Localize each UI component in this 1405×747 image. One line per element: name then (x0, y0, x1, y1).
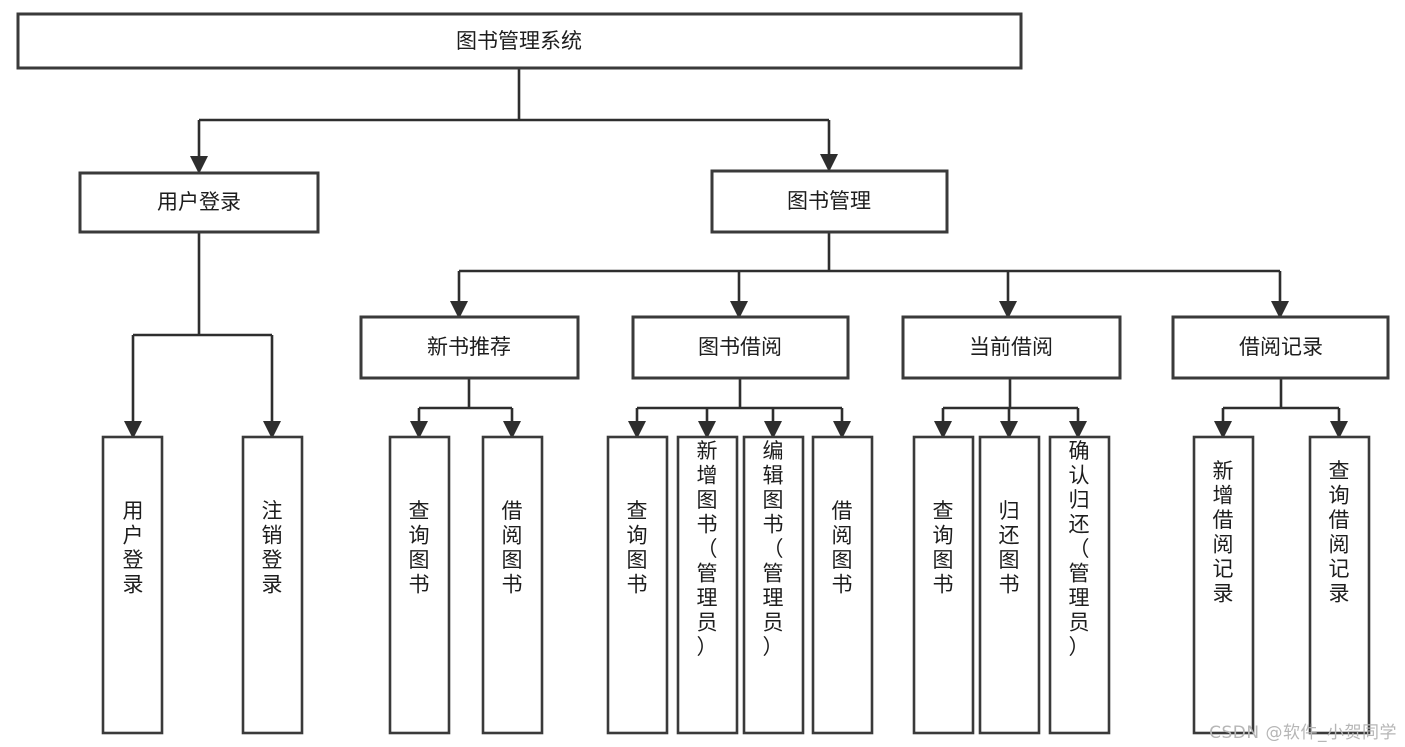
connector-group-new-book-recommend (410, 378, 521, 439)
node-leaf-query-book-2-label: 查询图书 (627, 499, 648, 597)
node-leaf-user-login[interactable]: 用户登录 (101, 435, 164, 735)
node-leaf-borrow-book-1-label: 借阅图书 (502, 499, 523, 597)
node-leaf-query-book-3-label: 查询图书 (933, 499, 954, 597)
node-leaf-query-book-2-box[interactable] (606, 435, 669, 735)
node-new-book-recommend-box[interactable] (359, 315, 580, 380)
node-leaf-add-record-box[interactable] (1192, 435, 1255, 735)
node-leaf-query-record-label: 查询借阅记录 (1329, 459, 1350, 606)
node-leaf-query-book-1[interactable]: 查询图书 (388, 435, 451, 735)
node-leaf-query-record-box[interactable] (1308, 435, 1371, 735)
node-book-manage[interactable]: 图书管理 (710, 169, 949, 234)
node-borrow-record[interactable]: 借阅记录 (1171, 315, 1390, 380)
node-leaf-borrow-book-1-box[interactable] (481, 435, 544, 735)
node-leaf-user-logout-box[interactable] (241, 435, 304, 735)
connector-group-book-borrow (628, 378, 851, 439)
arrow-icon-book-manage (820, 154, 838, 172)
node-leaf-borrow-book-1[interactable]: 借阅图书 (481, 435, 544, 735)
arrow-icon-user-login (190, 156, 208, 174)
node-leaf-query-record[interactable]: 查询借阅记录 (1308, 435, 1371, 735)
node-leaf-confirm-return[interactable]: 确认归还（管理员） (1048, 435, 1111, 735)
node-current-borrow-label: 当前借阅 (969, 335, 1053, 359)
connector-group-borrow-record (1214, 378, 1348, 439)
node-new-book-recommend[interactable]: 新书推荐 (359, 315, 580, 380)
node-leaf-query-book-3-box[interactable] (912, 435, 975, 735)
node-leaf-query-book-1-label: 查询图书 (409, 499, 430, 597)
node-leaf-query-book-3[interactable]: 查询图书 (912, 435, 975, 735)
node-leaf-query-book-1-box[interactable] (388, 435, 451, 735)
node-current-borrow[interactable]: 当前借阅 (901, 315, 1122, 380)
node-book-manage-label: 图书管理 (787, 189, 871, 213)
node-book-borrow-box[interactable] (631, 315, 850, 380)
node-leaf-borrow-book-2-box[interactable] (811, 435, 874, 735)
node-leaf-edit-book-box[interactable] (742, 435, 805, 735)
node-leaf-add-record-label: 新增借阅记录 (1213, 459, 1234, 606)
connector-group-root (190, 68, 838, 174)
node-leaf-add-book-box[interactable] (676, 435, 739, 735)
node-leaf-return-book-box[interactable] (978, 435, 1041, 735)
node-leaf-add-book-label: 新增图书（管理员） (697, 439, 718, 659)
node-root-box[interactable] (16, 12, 1023, 70)
node-leaf-query-book-2[interactable]: 查询图书 (606, 435, 669, 735)
connector-group-current-borrow (934, 378, 1087, 439)
node-leaf-borrow-book-2[interactable]: 借阅图书 (811, 435, 874, 735)
node-leaf-user-logout-label: 注销登录 (262, 499, 283, 597)
node-leaf-add-book[interactable]: 新增图书（管理员） (676, 435, 739, 735)
connector-group-user-login (124, 232, 281, 439)
node-user-login[interactable]: 用户登录 (78, 171, 320, 234)
node-root-label: 图书管理系统 (456, 29, 582, 53)
node-book-manage-box[interactable] (710, 169, 949, 234)
watermark-text: CSDN @软件_小贺同学 (1209, 723, 1397, 743)
connector-group-book-manage (450, 232, 1289, 319)
node-leaf-edit-book-label: 编辑图书（管理员） (763, 439, 784, 659)
node-leaf-return-book-label: 归还图书 (999, 499, 1020, 597)
node-leaf-return-book[interactable]: 归还图书 (978, 435, 1041, 735)
node-book-borrow-label: 图书借阅 (698, 335, 782, 359)
node-book-borrow[interactable]: 图书借阅 (631, 315, 850, 380)
node-leaf-edit-book[interactable]: 编辑图书（管理员） (742, 435, 805, 735)
node-new-book-recommend-label: 新书推荐 (427, 335, 511, 359)
node-root[interactable]: 图书管理系统 (16, 12, 1023, 70)
node-current-borrow-box[interactable] (901, 315, 1122, 380)
node-borrow-record-box[interactable] (1171, 315, 1390, 380)
node-leaf-add-record[interactable]: 新增借阅记录 (1192, 435, 1255, 735)
node-user-login-label: 用户登录 (157, 190, 241, 214)
node-user-login-box[interactable] (78, 171, 320, 234)
node-borrow-record-label: 借阅记录 (1239, 335, 1323, 359)
node-leaf-confirm-return-box[interactable] (1048, 435, 1111, 735)
node-leaf-confirm-return-label: 确认归还（管理员） (1069, 439, 1090, 659)
node-leaf-borrow-book-2-label: 借阅图书 (832, 499, 853, 597)
node-leaf-user-login-box[interactable] (101, 435, 164, 735)
node-leaf-user-login-label: 用户登录 (123, 499, 144, 597)
node-leaf-user-logout[interactable]: 注销登录 (241, 435, 304, 735)
